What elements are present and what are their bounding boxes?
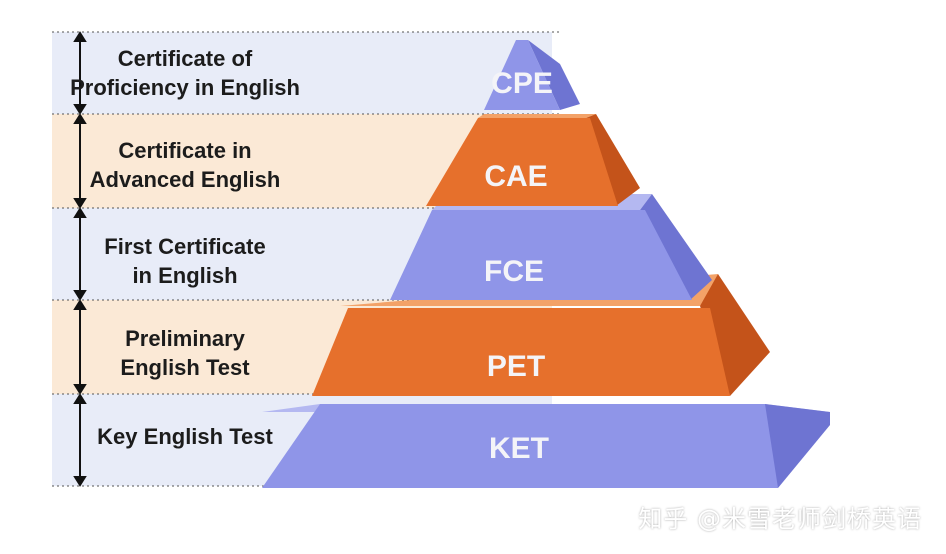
label-cpe-line1: Certificate of xyxy=(117,46,253,71)
band-cpe xyxy=(52,32,552,114)
label-cae-line2: Advanced English xyxy=(89,167,281,192)
label-ket-line1: Key English Test xyxy=(97,424,273,449)
label-pet-line2: English Test xyxy=(120,355,250,380)
band-separators xyxy=(52,31,560,487)
level-arrows xyxy=(73,31,87,487)
level-code-cae: CAE xyxy=(484,160,547,193)
label-pet: Preliminary English Test xyxy=(60,324,310,382)
label-cae: Certificate in Advanced English xyxy=(60,136,310,194)
label-fce-line2: in English xyxy=(132,263,238,288)
tier-cae xyxy=(426,114,640,206)
label-fce: First Certificate in English xyxy=(60,232,310,290)
label-cpe: Certificate of Proficiency in English xyxy=(60,44,310,102)
level-code-fce: FCE xyxy=(484,255,544,288)
label-cpe-line2: Proficiency in English xyxy=(70,75,300,100)
tier-cpe xyxy=(484,40,580,110)
tier-fce xyxy=(390,194,712,300)
level-code-pet: PET xyxy=(487,350,545,383)
label-pet-line1: Preliminary xyxy=(125,326,245,351)
tier-ket xyxy=(262,404,830,488)
label-ket: Key English Test xyxy=(60,422,310,451)
watermark: 知乎 @米雪老师剑桥英语 xyxy=(638,505,922,533)
level-code-cpe: CPE xyxy=(491,67,553,100)
label-cae-line1: Certificate in xyxy=(118,138,252,163)
label-fce-line1: First Certificate xyxy=(104,234,266,259)
level-code-ket: KET xyxy=(489,432,549,465)
